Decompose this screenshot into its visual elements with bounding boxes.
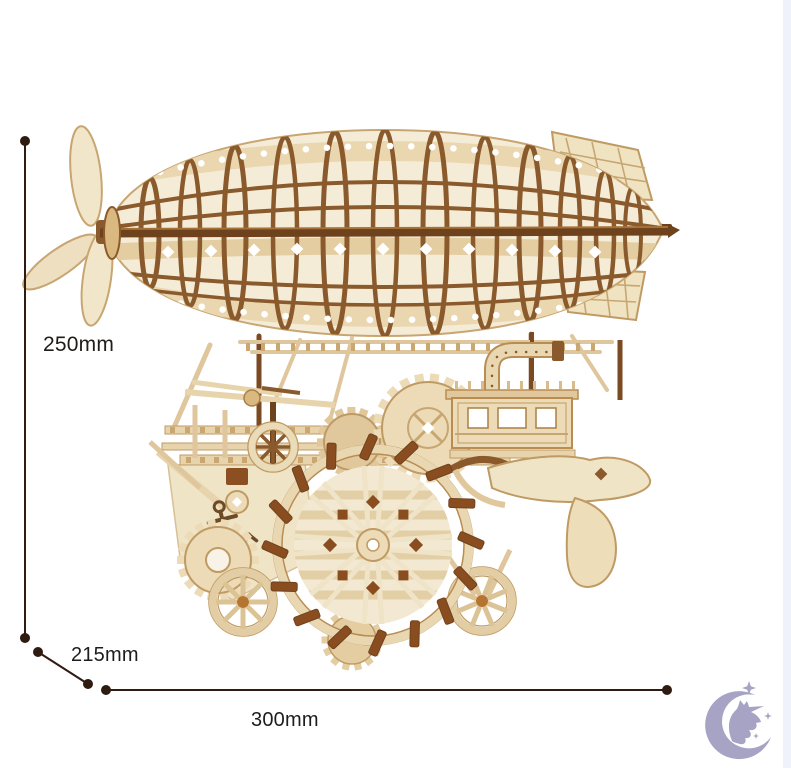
paddle-wheel <box>260 432 486 658</box>
dimension-lines <box>20 136 672 695</box>
page-edge-strip <box>783 0 791 768</box>
left-wheel <box>208 567 278 637</box>
height-dimension-label: 250mm <box>43 333 115 356</box>
rudder <box>452 455 652 589</box>
helm-wheel <box>247 402 299 473</box>
cabin <box>445 332 623 478</box>
depth-dimension-line <box>33 647 93 689</box>
propeller <box>22 125 114 327</box>
airship-hull <box>99 128 673 338</box>
width-dimension-label: 300mm <box>251 709 319 731</box>
width-dimension-line <box>101 685 672 695</box>
depth-dimension-label: 215mm <box>71 644 139 666</box>
unicorn-logo <box>705 681 772 760</box>
height-dimension-line <box>20 136 30 643</box>
